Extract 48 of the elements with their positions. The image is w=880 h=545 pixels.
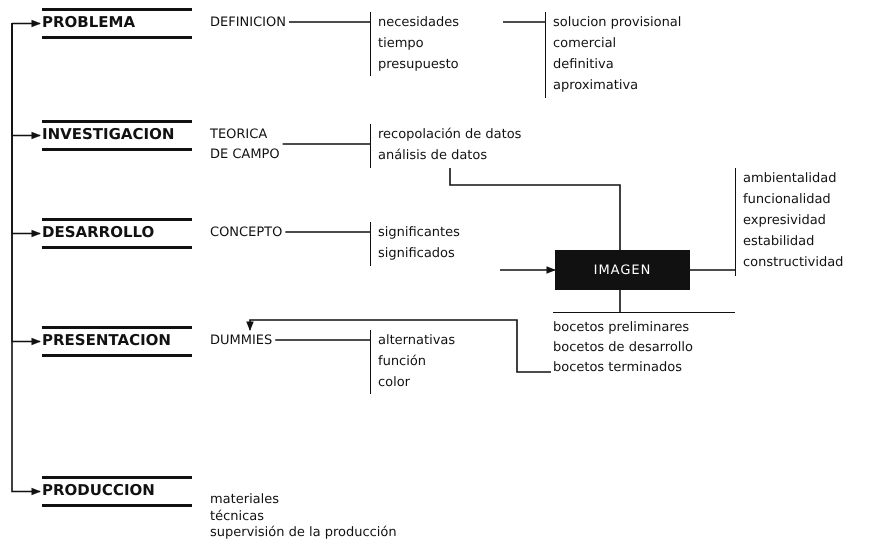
stage-label: DE CAMPO xyxy=(210,146,280,164)
stage-heading: PRODUCCION xyxy=(42,476,192,507)
list-item: expresividad xyxy=(743,212,826,230)
connector-line xyxy=(285,231,370,233)
list-item: significados xyxy=(378,245,455,263)
list-item: recopolación de datos xyxy=(378,126,522,144)
list-item: función xyxy=(378,353,426,371)
stage-heading: INVESTIGACION xyxy=(42,120,192,151)
connector-line xyxy=(449,168,621,250)
process-box: IMAGEN xyxy=(555,250,690,290)
list-item: ambientalidad xyxy=(743,170,836,188)
list-item: definitiva xyxy=(553,56,614,74)
arrow xyxy=(12,20,41,28)
list-item: significantes xyxy=(378,224,460,242)
list-item: análisis de datos xyxy=(378,147,488,165)
list-item: solucion provisional xyxy=(553,14,682,32)
list-item: bocetos terminados xyxy=(553,359,682,377)
stage-heading: DESARROLLO xyxy=(42,218,192,249)
list-item: estabilidad xyxy=(743,233,814,251)
arrow xyxy=(500,266,556,274)
list-item: materiales xyxy=(210,492,280,508)
list-item: supervisión de la producción xyxy=(210,525,397,542)
connector-line xyxy=(288,21,370,23)
arrow xyxy=(11,23,41,496)
connector-line xyxy=(619,290,621,312)
list-item: tiempo xyxy=(378,35,424,53)
list-item: constructividad xyxy=(743,254,844,272)
list-item: presupuesto xyxy=(378,56,459,74)
list-item: necesidades xyxy=(378,14,460,32)
arrow xyxy=(246,319,551,373)
connector-line xyxy=(275,339,370,341)
connector-line xyxy=(503,21,545,23)
list-item: comercial xyxy=(553,35,616,53)
list-item: funcionalidad xyxy=(743,191,831,209)
stage-label: TEORICA xyxy=(210,126,268,144)
list-item: bocetos preliminares xyxy=(553,319,690,337)
stage-label: DEFINICION xyxy=(210,13,286,33)
list-item: bocetos de desarrollo xyxy=(553,339,693,357)
list-item: aproximativa xyxy=(553,77,638,95)
list-item: alternativas xyxy=(378,332,456,350)
stage-heading: PROBLEMA xyxy=(42,8,192,39)
connector-line xyxy=(690,269,735,271)
stage-heading: PRESENTACION xyxy=(42,326,192,357)
list-item: color xyxy=(378,374,410,392)
stage-label: CONCEPTO xyxy=(210,223,282,243)
connector-line xyxy=(282,143,370,145)
list-item: técnicas xyxy=(210,508,264,525)
stage-label: DUMMIES xyxy=(210,331,272,351)
